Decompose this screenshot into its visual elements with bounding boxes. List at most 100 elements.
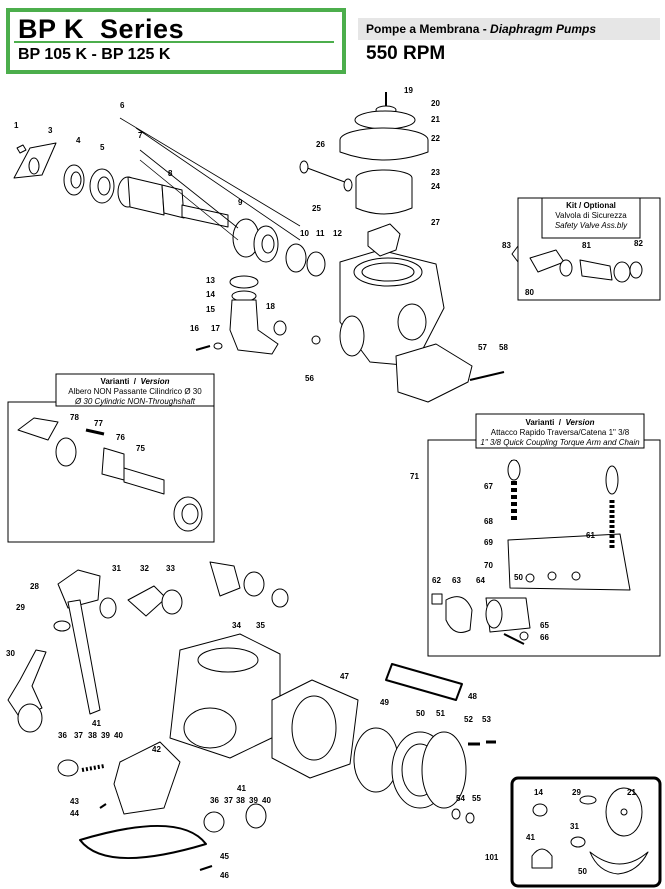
callout-40: 40 <box>114 731 123 740</box>
callout-repeat-14: 14 <box>534 788 543 797</box>
callout-20: 20 <box>431 99 440 108</box>
part-cap-13 <box>229 275 259 289</box>
callout-52: 52 <box>464 715 473 724</box>
pump-type: Pompe a Membrana - Diaphragm Pumps <box>366 22 596 36</box>
callout-12: 12 <box>333 229 342 238</box>
part-cap-33 <box>161 589 183 615</box>
variant-shaft-heading-en: Version <box>140 377 170 386</box>
kit-heading-it: Kit <box>566 201 577 210</box>
callout-18: 18 <box>266 302 275 311</box>
callout-29: 29 <box>16 603 25 612</box>
callout-70: 70 <box>484 561 493 570</box>
callout-28: 28 <box>30 582 39 591</box>
callout-37: 37 <box>74 731 83 740</box>
callout-8: 8 <box>168 169 173 178</box>
callout-3: 3 <box>48 126 53 135</box>
part-bracket-57 <box>395 343 473 403</box>
part-nut-66 <box>519 631 529 641</box>
variant-coupling-desc-en: 1" 3/8 Quick Coupling Torque Arm and Cha… <box>480 438 640 447</box>
callout-49: 49 <box>380 698 389 707</box>
callout-repeat-37: 37 <box>224 796 233 805</box>
part-cap-40 <box>245 803 267 829</box>
part-washer-54 <box>451 808 461 820</box>
variant-coupling-labelbox <box>475 413 645 449</box>
part-valve-80 <box>529 249 565 273</box>
kit-desc-en: Safety Valve Ass.bly <box>554 221 628 230</box>
part-gasket-48 <box>385 663 463 701</box>
part-valve-36b <box>203 811 225 833</box>
part-elbow-34 <box>209 561 241 597</box>
header-title-box <box>6 8 346 74</box>
part-key-77 <box>85 428 105 436</box>
callout-53: 53 <box>482 715 491 724</box>
callout-45: 45 <box>220 852 229 861</box>
callout-34: 34 <box>232 621 241 630</box>
callout-44: 44 <box>70 809 79 818</box>
part-nut-56 <box>311 335 321 345</box>
callout-101: 101 <box>485 853 499 862</box>
kit-heading-sep: / <box>576 201 584 210</box>
kit-101 <box>531 787 649 875</box>
callout-23: 23 <box>431 168 440 177</box>
kit-desc-it: Valvola di Sicurezza <box>555 211 627 220</box>
callout-50: 50 <box>416 709 425 718</box>
part-screw-16 <box>195 345 211 351</box>
callout-19: 19 <box>404 86 413 95</box>
title-divider <box>14 41 334 43</box>
pump-speed: 550 RPM <box>366 43 446 64</box>
callout-43: 43 <box>70 797 79 806</box>
part-pipe-30 <box>7 649 47 719</box>
callout-47: 47 <box>340 672 349 681</box>
part-bolt-58 <box>469 371 505 381</box>
part-screw-1 <box>16 144 27 154</box>
shaft-variant <box>17 417 203 532</box>
part-flange-78 <box>17 417 59 441</box>
callout-55: 55 <box>472 794 481 803</box>
part-pipe-31 <box>67 599 101 715</box>
callout-27: 27 <box>431 218 440 227</box>
variant-coupling-desc-it: Attacco Rapido Traversa/Catena 1" 3/8 <box>490 428 630 437</box>
callout-repeat-41: 41 <box>526 833 535 842</box>
part-valve-36 <box>57 759 79 777</box>
callout-57: 57 <box>478 343 487 352</box>
variant-shaft-label: Varianti / Version Albero NON Passante C… <box>58 377 212 407</box>
callout-6: 6 <box>120 101 125 110</box>
part-ring-10 <box>285 243 307 273</box>
callout-82: 82 <box>634 239 643 248</box>
part-fitting-35 <box>243 571 265 597</box>
callout-56: 56 <box>305 374 314 383</box>
callout-68: 68 <box>484 517 493 526</box>
callout-78: 78 <box>70 413 79 422</box>
callout-69: 69 <box>484 538 493 547</box>
callout-35: 35 <box>256 621 265 630</box>
variant-shaft-sep: / <box>129 377 141 386</box>
callout-75: 75 <box>136 444 145 453</box>
callout-9: 9 <box>238 198 243 207</box>
callout-71: 71 <box>410 472 419 481</box>
callout-36: 36 <box>58 731 67 740</box>
callout-41: 41 <box>92 719 101 728</box>
safety-valve-kit <box>511 245 643 283</box>
variant-shaft-desc-en: Ø 30 Cylindric NON-Throughshaft <box>74 397 196 406</box>
manifold-upper <box>195 275 505 381</box>
variant-shaft-labelbox <box>55 373 215 407</box>
callout-10: 10 <box>300 229 309 238</box>
part-head-51 <box>421 731 467 809</box>
part-hook-67 <box>507 459 521 481</box>
callout-65: 65 <box>540 621 549 630</box>
part-nut-62 <box>431 593 443 605</box>
part-screw-46 <box>199 865 213 871</box>
callout-11: 11 <box>316 229 325 238</box>
callout-58: 58 <box>499 343 508 352</box>
variant-coupling-heading-en: Version <box>565 418 595 427</box>
part-valve-43 <box>99 803 107 809</box>
variant-shaft-heading-it: Varianti <box>100 377 130 386</box>
callout-14: 14 <box>206 290 215 299</box>
part-hose-45 <box>79 825 207 859</box>
part-shaft-8 <box>161 184 185 219</box>
part-shaft-75 <box>123 467 165 495</box>
callout-32: 32 <box>140 564 149 573</box>
part-oring-18 <box>273 320 287 336</box>
